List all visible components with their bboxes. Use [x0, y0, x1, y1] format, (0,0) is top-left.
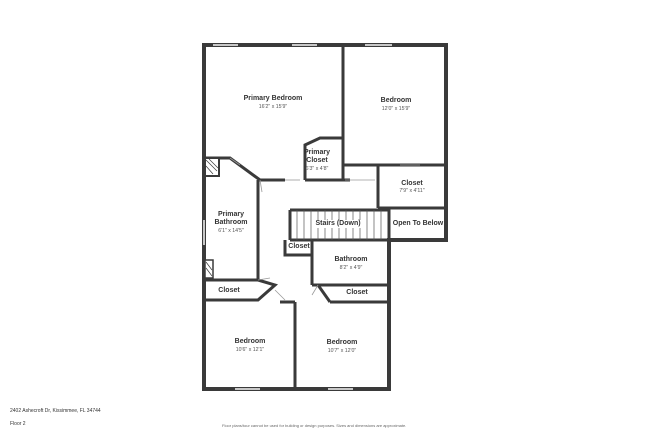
disclaimer-caption: Floor plans/tour cannot be used for buil…: [222, 423, 407, 428]
room-bathroom-name: Bathroom: [334, 256, 368, 263]
doors: [229, 157, 420, 301]
floor-caption: Floor 2: [10, 421, 26, 427]
room-bedroom-sw-dims: 10'6" x 12'1": [235, 347, 265, 353]
room-closet-se-name: Closet: [346, 289, 368, 296]
room-bathroom-dims: 8'2" x 4'9": [339, 265, 363, 271]
room-stairs-name: Stairs (Down): [313, 220, 363, 228]
room-closet-east-dims: 7'9" x 4'11": [399, 188, 425, 194]
room-primary-bathroom-name-1: Primary: [217, 211, 245, 218]
room-open-to-below-name: Open To Below: [392, 220, 444, 227]
room-bedroom-se-name: Bedroom: [326, 339, 358, 346]
room-bedroom-ne-dims: 12'0" x 15'9": [381, 106, 411, 112]
room-closet-east-name: Closet: [401, 180, 423, 187]
windows: [203, 44, 392, 390]
room-bedroom-se-dims: 10'7" x 12'0": [327, 348, 357, 354]
room-primary-closet-name-1: Primary: [303, 149, 331, 156]
room-primary-bedroom-name: Primary Bedroom: [243, 95, 303, 102]
interior-walls: [204, 45, 446, 389]
hatched-chase: [204, 157, 220, 279]
room-primary-bathroom-name-2: Bathroom: [214, 219, 248, 226]
room-primary-bathroom-dims: 6'1" x 14'5": [218, 228, 244, 234]
room-primary-closet-name-2: Closet: [306, 157, 328, 164]
room-closet-sw-name: Closet: [218, 287, 240, 294]
room-bedroom-ne-name: Bedroom: [380, 97, 412, 104]
room-closet-hall-name: Closet: [288, 243, 310, 250]
address-caption: 2402 Ashecroft Dr, Kissimmee, FL 34744: [10, 408, 101, 414]
room-primary-closet-dims: 6'3" x 4'8": [305, 166, 329, 172]
room-primary-bedroom-dims: 16'2" x 15'9": [258, 104, 288, 110]
room-bedroom-sw-name: Bedroom: [234, 338, 266, 345]
